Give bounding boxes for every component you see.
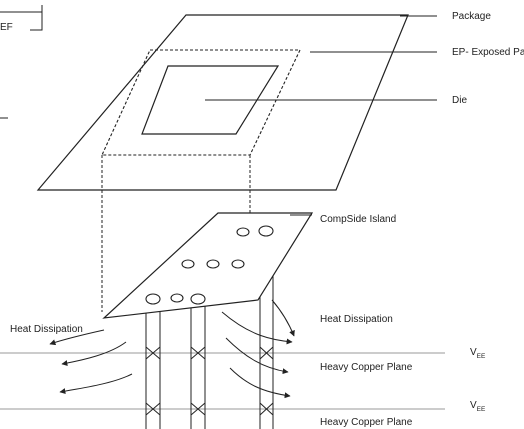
corner-fragment: EF bbox=[0, 5, 43, 119]
heavy-copper-plane-label-1: Heavy Copper Plane bbox=[320, 362, 413, 373]
die-label: Die bbox=[452, 95, 467, 106]
vee-label-1: VEE bbox=[470, 347, 486, 360]
heat-dissipation-right-label: Heat Dissipation bbox=[320, 314, 393, 325]
heat-arrows bbox=[49, 299, 295, 399]
via-holes bbox=[145, 225, 274, 305]
package-outline bbox=[36, 14, 409, 191]
compside-island-label: CompSide Island bbox=[320, 214, 396, 225]
exposed-pad-label: EP- Exposed Pad bbox=[452, 47, 524, 58]
heavy-copper-plane-label-2: Heavy Copper Plane bbox=[320, 417, 413, 428]
package-label: Package bbox=[452, 11, 491, 22]
corner-fragment-label: EF bbox=[0, 22, 13, 33]
die-outline bbox=[141, 65, 280, 135]
vee-label-2: VEE bbox=[470, 400, 486, 413]
heat-dissipation-left-label: Heat Dissipation bbox=[10, 324, 83, 335]
via-cross-markers bbox=[145, 346, 274, 416]
